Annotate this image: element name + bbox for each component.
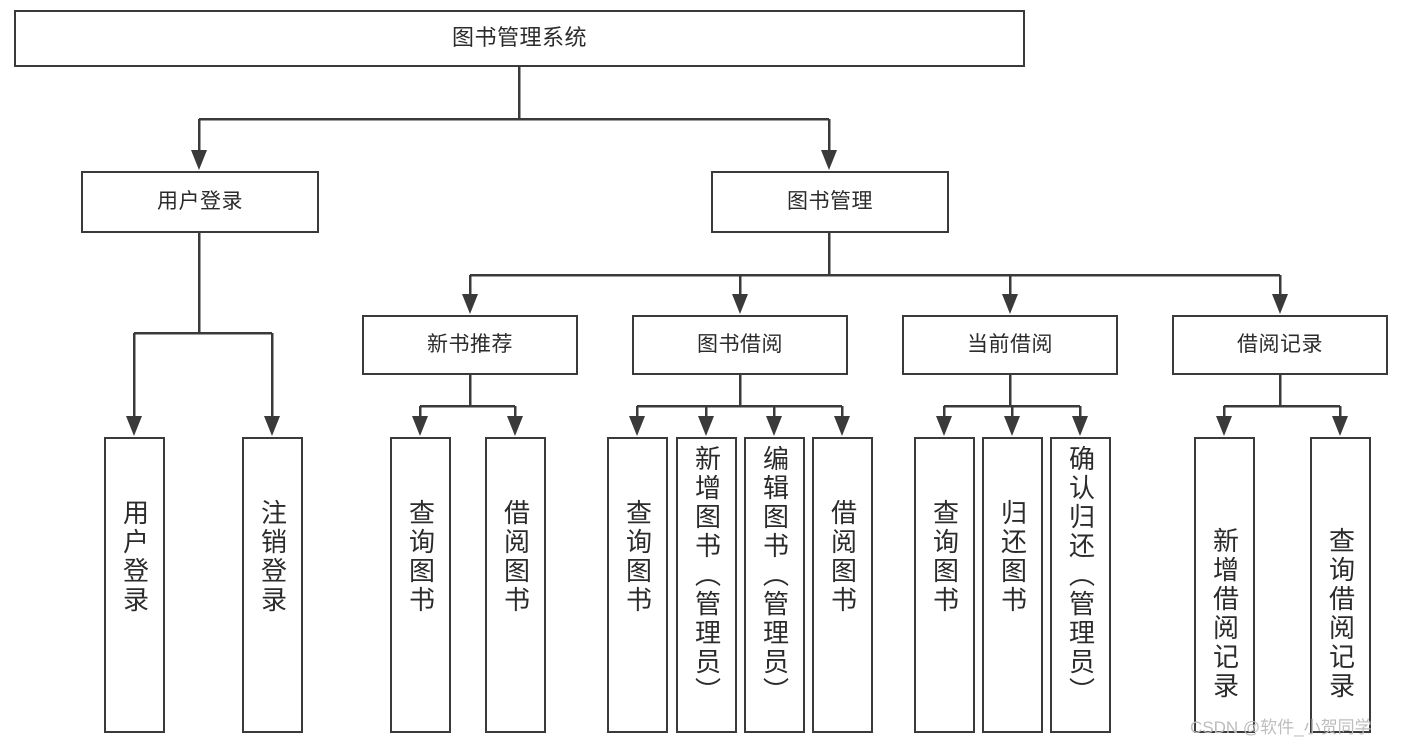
arrowhead-icon (126, 416, 142, 436)
node-leaf-query-book-1[interactable]: 查询图书 (390, 437, 451, 733)
arrowhead-icon (412, 416, 428, 436)
node-leaf-query-book-1-label: 查询图书 (405, 499, 436, 615)
arrowhead-icon (936, 416, 952, 436)
arrowhead-icon (1002, 294, 1018, 314)
node-leaf-add-borrow-record[interactable]: 新增借阅记录 (1194, 437, 1255, 733)
node-leaf-borrow-book-2-label: 借阅图书 (827, 499, 858, 615)
arrowhead-icon (834, 416, 850, 436)
arrowhead-icon (462, 294, 478, 314)
arrowhead-icon (1332, 416, 1348, 436)
node-leaf-user-login-label: 用户登录 (119, 499, 150, 615)
arrowhead-icon (766, 416, 782, 436)
node-leaf-edit-book[interactable]: 编辑图书（管理员） (744, 437, 805, 733)
node-new-book-recommend-label: 新书推荐 (427, 333, 513, 357)
arrowhead-icon (191, 150, 207, 170)
node-leaf-user-logout[interactable]: 注销登录 (242, 437, 303, 733)
node-leaf-query-borrow-record-label: 查询借阅记录 (1325, 527, 1356, 701)
arrowhead-icon (1004, 416, 1020, 436)
node-borrow-record-label: 借阅记录 (1237, 333, 1323, 357)
arrowhead-icon (821, 150, 837, 170)
node-leaf-query-book-2[interactable]: 查询图书 (607, 437, 668, 733)
node-book-manage[interactable]: 图书管理 (711, 171, 949, 233)
node-book-borrow-label: 图书借阅 (697, 333, 783, 357)
node-leaf-confirm-return-label: 确认归还（管理员） (1065, 445, 1096, 706)
arrowhead-icon (629, 416, 645, 436)
arrowhead-icon (1216, 416, 1232, 436)
node-user-login-label: 用户登录 (157, 190, 243, 214)
arrowhead-icon (1072, 416, 1088, 436)
node-leaf-return-book-label: 归还图书 (997, 499, 1028, 615)
arrowhead-icon (698, 416, 714, 436)
arrowhead-icon (732, 294, 748, 314)
node-leaf-return-book[interactable]: 归还图书 (982, 437, 1043, 733)
arrowhead-icon (1272, 294, 1288, 314)
node-leaf-query-book-2-label: 查询图书 (622, 499, 653, 615)
node-leaf-confirm-return[interactable]: 确认归还（管理员） (1050, 437, 1111, 733)
node-root[interactable]: 图书管理系统 (14, 10, 1025, 67)
node-leaf-add-book[interactable]: 新增图书（管理员） (676, 437, 737, 733)
node-book-manage-label: 图书管理 (787, 190, 873, 214)
node-leaf-user-logout-label: 注销登录 (257, 499, 288, 615)
node-leaf-query-borrow-record[interactable]: 查询借阅记录 (1310, 437, 1371, 733)
node-book-borrow[interactable]: 图书借阅 (632, 315, 848, 375)
node-user-login[interactable]: 用户登录 (81, 171, 319, 233)
node-leaf-user-login[interactable]: 用户登录 (104, 437, 165, 733)
node-leaf-query-book-3-label: 查询图书 (929, 499, 960, 615)
node-leaf-borrow-book-2[interactable]: 借阅图书 (812, 437, 873, 733)
node-new-book-recommend[interactable]: 新书推荐 (362, 315, 578, 375)
node-leaf-edit-book-label: 编辑图书（管理员） (759, 445, 790, 706)
node-current-borrow-label: 当前借阅 (967, 333, 1053, 357)
node-leaf-borrow-book-1-label: 借阅图书 (500, 499, 531, 615)
node-current-borrow[interactable]: 当前借阅 (902, 315, 1118, 375)
arrowhead-icon (507, 416, 523, 436)
node-root-label: 图书管理系统 (451, 25, 587, 51)
node-borrow-record[interactable]: 借阅记录 (1172, 315, 1388, 375)
arrowhead-icon (264, 416, 280, 436)
node-leaf-add-borrow-record-label: 新增借阅记录 (1209, 527, 1240, 701)
node-leaf-add-book-label: 新增图书（管理员） (691, 445, 722, 706)
node-leaf-borrow-book-1[interactable]: 借阅图书 (485, 437, 546, 733)
node-leaf-query-book-3[interactable]: 查询图书 (914, 437, 975, 733)
